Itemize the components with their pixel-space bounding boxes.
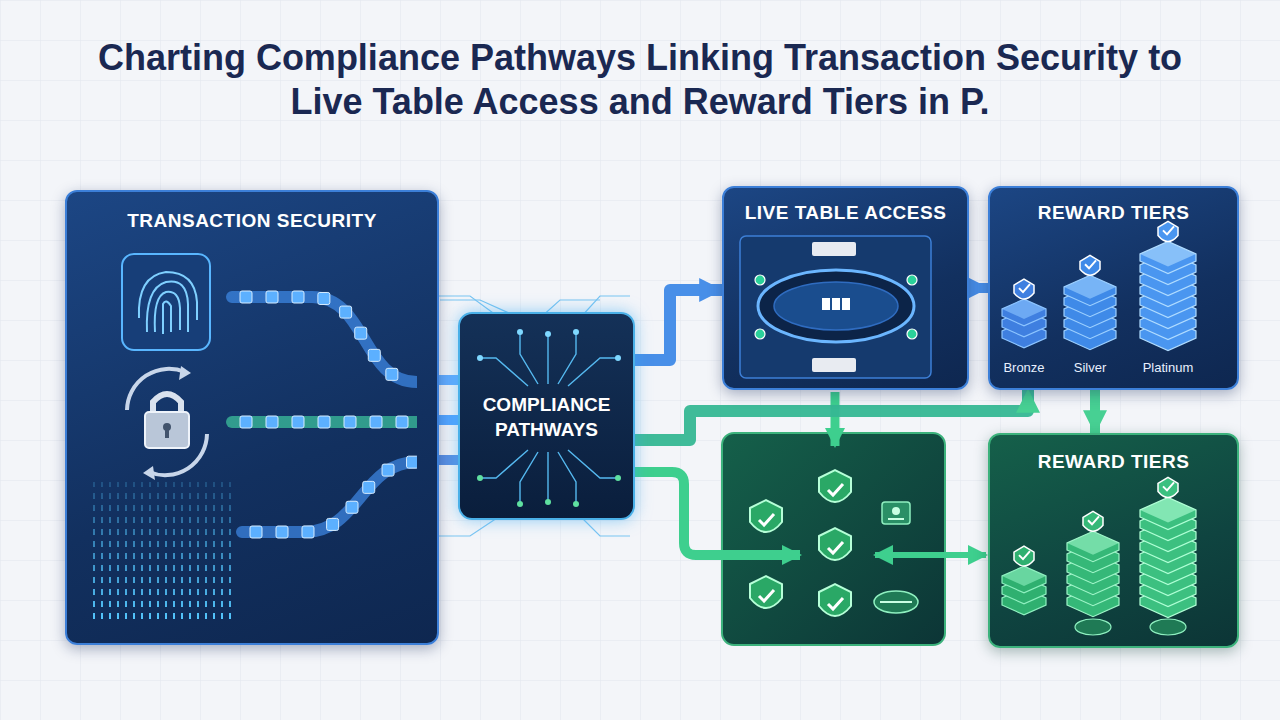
flow-connector <box>635 390 1028 440</box>
flow-connector <box>635 290 722 360</box>
flow-connector <box>969 283 988 293</box>
flow-arrow <box>831 392 840 446</box>
diagram-title: Charting Compliance Pathways Linking Tra… <box>90 36 1190 124</box>
shield-icons <box>750 470 851 616</box>
panel-heading: REWARD TIERS <box>990 451 1237 473</box>
flow-arrow <box>875 552 986 558</box>
panel-box: LIVE TABLE ACCESS <box>722 186 969 390</box>
tier-label: Platinum <box>1143 360 1194 375</box>
panel-heading: TRANSACTION SECURITY <box>67 210 437 232</box>
flow-arrow <box>635 472 800 555</box>
tier-label: Silver <box>1074 360 1107 375</box>
flow-connector <box>1090 390 1100 433</box>
panel-heading: REWARD TIERS <box>990 202 1237 224</box>
panel-box: REWARD TIERS <box>988 433 1239 648</box>
document-icon <box>882 502 910 524</box>
panel-box: TRANSACTION SECURITY <box>65 190 439 645</box>
panel-box: REWARD TIERS Bronze Silver Platinum <box>988 186 1239 390</box>
compliance-check-panel <box>722 433 945 645</box>
chip-label: COMPLIANCE PATHWAYS <box>460 393 633 442</box>
compliance-chip: COMPLIANCE PATHWAYS <box>458 312 635 520</box>
tier-label: Bronze <box>1003 360 1044 375</box>
seal-badge <box>874 591 918 613</box>
panel-heading: LIVE TABLE ACCESS <box>724 202 967 224</box>
flow-connector <box>439 415 458 425</box>
security-illustration <box>67 192 417 647</box>
chip-circuits <box>460 314 637 522</box>
